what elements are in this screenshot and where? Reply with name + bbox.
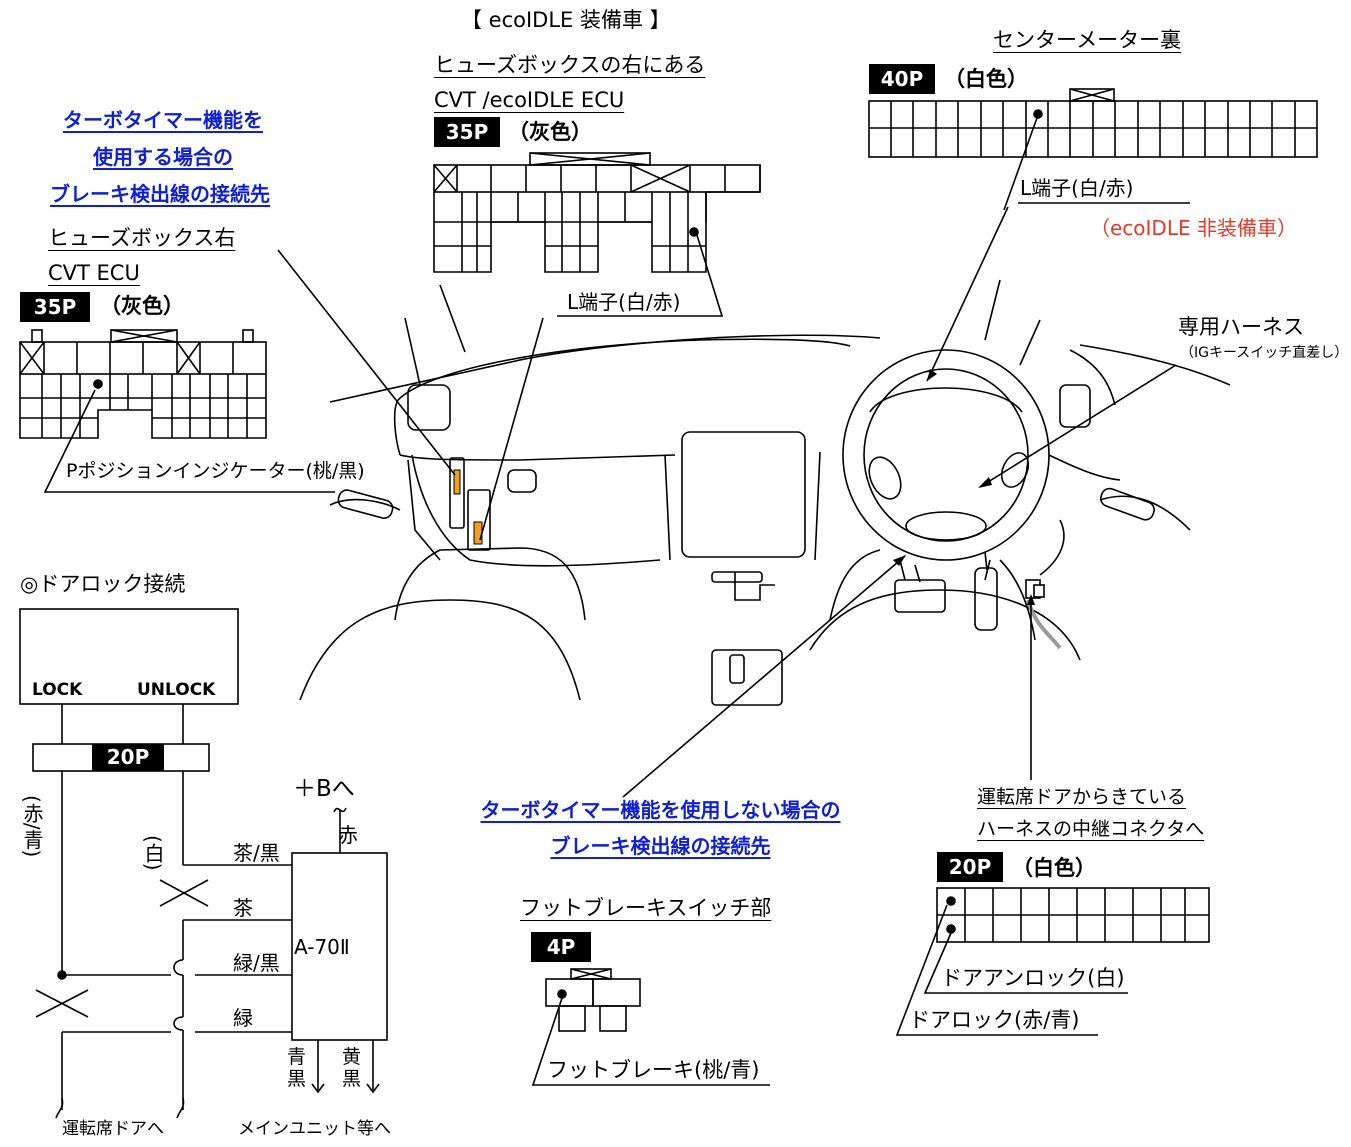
- harness-cable: [1026, 599, 1062, 650]
- turbo-with-line2: 使用する場合の: [93, 145, 233, 169]
- wire-label-4: 緑: [233, 1006, 253, 1030]
- out2-label-a: 黄: [342, 1046, 362, 1068]
- harness-sub: （IGキースイッチ直差し）: [1180, 345, 1349, 361]
- wire-label-2: 茶: [233, 896, 253, 920]
- cvt-terminal-label: Pポジションインジケーター(桃/黒): [66, 460, 365, 482]
- wire-left-label: (赤/青): [20, 795, 44, 858]
- ecoidle-connector-color: （灰色）: [508, 120, 592, 144]
- out2-label-b: 黒: [342, 1068, 362, 1090]
- arrow-40p: [926, 206, 1009, 382]
- door-relay-line2: ハーネスの中継コネクタへ: [977, 818, 1205, 840]
- fuse-indicator-1: [453, 469, 461, 495]
- ecoidle-terminal-label: L端子(白/赤): [567, 290, 681, 314]
- turbo-without-line2: ブレーキ検出線の接続先: [550, 834, 771, 858]
- meter-pin-badge: 40P: [869, 64, 935, 94]
- door-lock-relay-label: ドアロック(赤/青): [909, 1008, 1080, 1032]
- cvt-ecu-name: CVT ECU: [48, 261, 140, 285]
- meter-connector-grid: [868, 88, 1318, 158]
- door-lock-pin-badge: 20P: [92, 744, 164, 771]
- cvt-connector-grid: [19, 329, 335, 493]
- foot-brake-pin-badge: 4P: [531, 932, 591, 962]
- meter-note: （ecoIDLE 非装備車）: [1090, 216, 1297, 240]
- cvt-connector-color: （灰色）: [100, 294, 184, 318]
- meter-terminal-label: L端子(白/赤): [1020, 176, 1134, 200]
- cvt-pin-badge: 35P: [20, 292, 90, 322]
- cvt-location: ヒューズボックス右: [48, 226, 236, 250]
- unlock-label: UNLOCK: [137, 680, 216, 700]
- dashboard-illustration: [299, 279, 1231, 706]
- ecoidle-ecu-name: CVT /ecoIDLE ECU: [434, 88, 625, 112]
- unit-label: A-70Ⅱ: [294, 935, 350, 959]
- fuse-indicator-2: [473, 521, 483, 545]
- foot-brake-title: フットブレーキスイッチ部: [520, 896, 772, 920]
- power-label: ＋Bへ: [293, 776, 355, 802]
- ecoidle-connector-grid: [433, 152, 761, 273]
- door-relay-pin-badge: 20P: [937, 852, 1003, 882]
- out1-label-b: 黒: [287, 1068, 307, 1090]
- power-wire-label: 赤: [338, 823, 358, 847]
- turbo-with-line1: ターボタイマー機能を: [63, 108, 263, 132]
- leader-turbo-with: [277, 249, 456, 476]
- meter-location: センターメーター裏: [993, 28, 1182, 52]
- turbo-with-line3: ブレーキ検出線の接続先: [50, 182, 270, 206]
- lock-label: LOCK: [32, 680, 83, 700]
- out1-label-a: 青: [287, 1046, 307, 1068]
- to-main-label: メインユニット等へ: [238, 1119, 391, 1139]
- ecoidle-location: ヒューズボックスの右にある: [434, 53, 706, 77]
- ecoidle-pin-badge: 35P: [434, 117, 500, 147]
- door-lock-schematic: [19, 608, 388, 1119]
- foot-brake-terminal: フットブレーキ(桃/青): [547, 1058, 760, 1082]
- foot-brake-connector: [531, 968, 770, 1086]
- door-unlock-label: ドアアンロック(白): [941, 966, 1125, 990]
- ecoidle-header: 【 ecoIDLE 装備車 】: [461, 8, 671, 32]
- harness-title: 専用ハーネス: [1178, 315, 1304, 339]
- door-relay-color: （白色）: [1012, 856, 1096, 880]
- to-door-label: 運転席ドアへ: [62, 1119, 164, 1139]
- wire-right-label: (白): [141, 835, 165, 871]
- wire-label-3: 緑/黒: [233, 951, 280, 975]
- door-relay-connector: [895, 887, 1210, 1036]
- door-lock-title: ◎ドアロック接続: [20, 572, 186, 596]
- meter-connector-color: （白色）: [944, 67, 1028, 91]
- turbo-without-line1: ターボタイマー機能を使用しない場合の: [480, 798, 841, 822]
- door-relay-line1: 運転席ドアからきている: [977, 786, 1187, 808]
- wire-label-1: 茶/黒: [233, 841, 280, 865]
